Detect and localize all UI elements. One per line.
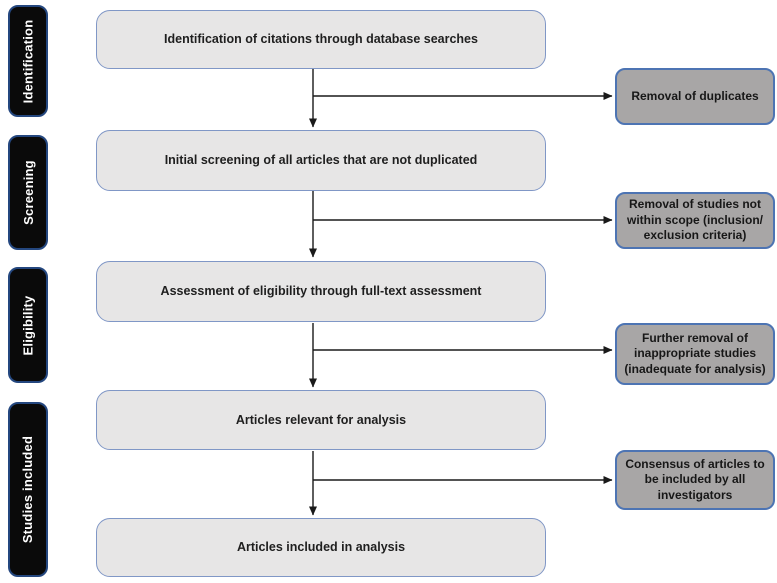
- flow-box-database-search-label: Identification of citations through data…: [164, 32, 478, 47]
- flow-box-initial-screening-label: Initial screening of all articles that a…: [164, 153, 478, 168]
- stage-studies-included: Studies included: [8, 402, 48, 577]
- flow-box-included-articles: Articles included in analysis: [96, 518, 546, 577]
- flow-box-included-articles-label: Articles included in analysis: [236, 540, 406, 555]
- flow-box-eligibility-assessment: Assessment of eligibility through full-t…: [96, 261, 546, 322]
- side-box-consensus-label: Consensus of articles to be included by …: [625, 456, 765, 502]
- flow-box-eligibility-assessment-label: Assessment of eligibility through full-t…: [160, 284, 482, 299]
- flow-box-relevant-articles-label: Articles relevant for analysis: [235, 412, 407, 427]
- stage-eligibility-label: Eligibility: [20, 295, 36, 355]
- stage-identification: Identification: [8, 5, 48, 117]
- side-box-remove-duplicates: Removal of duplicates: [615, 68, 775, 125]
- flow-box-relevant-articles: Articles relevant for analysis: [96, 390, 546, 450]
- stage-screening-label: Screening: [20, 160, 36, 225]
- stage-identification-label: Identification: [20, 19, 36, 103]
- side-box-inappropriate-studies-label: Further removal of inappropriate studies…: [624, 330, 766, 376]
- flow-box-initial-screening: Initial screening of all articles that a…: [96, 130, 546, 191]
- side-box-out-of-scope-label: Removal of studies not within scope (inc…: [626, 197, 763, 243]
- side-box-consensus: Consensus of articles to be included by …: [615, 450, 775, 510]
- side-box-inappropriate-studies: Further removal of inappropriate studies…: [615, 323, 775, 385]
- side-box-remove-duplicates-label: Removal of duplicates: [631, 88, 759, 103]
- stage-studies-included-label: Studies included: [20, 435, 36, 544]
- side-box-out-of-scope: Removal of studies not within scope (inc…: [615, 192, 775, 249]
- stage-screening: Screening: [8, 135, 48, 250]
- flow-box-database-search: Identification of citations through data…: [96, 10, 546, 69]
- stage-eligibility: Eligibility: [8, 267, 48, 383]
